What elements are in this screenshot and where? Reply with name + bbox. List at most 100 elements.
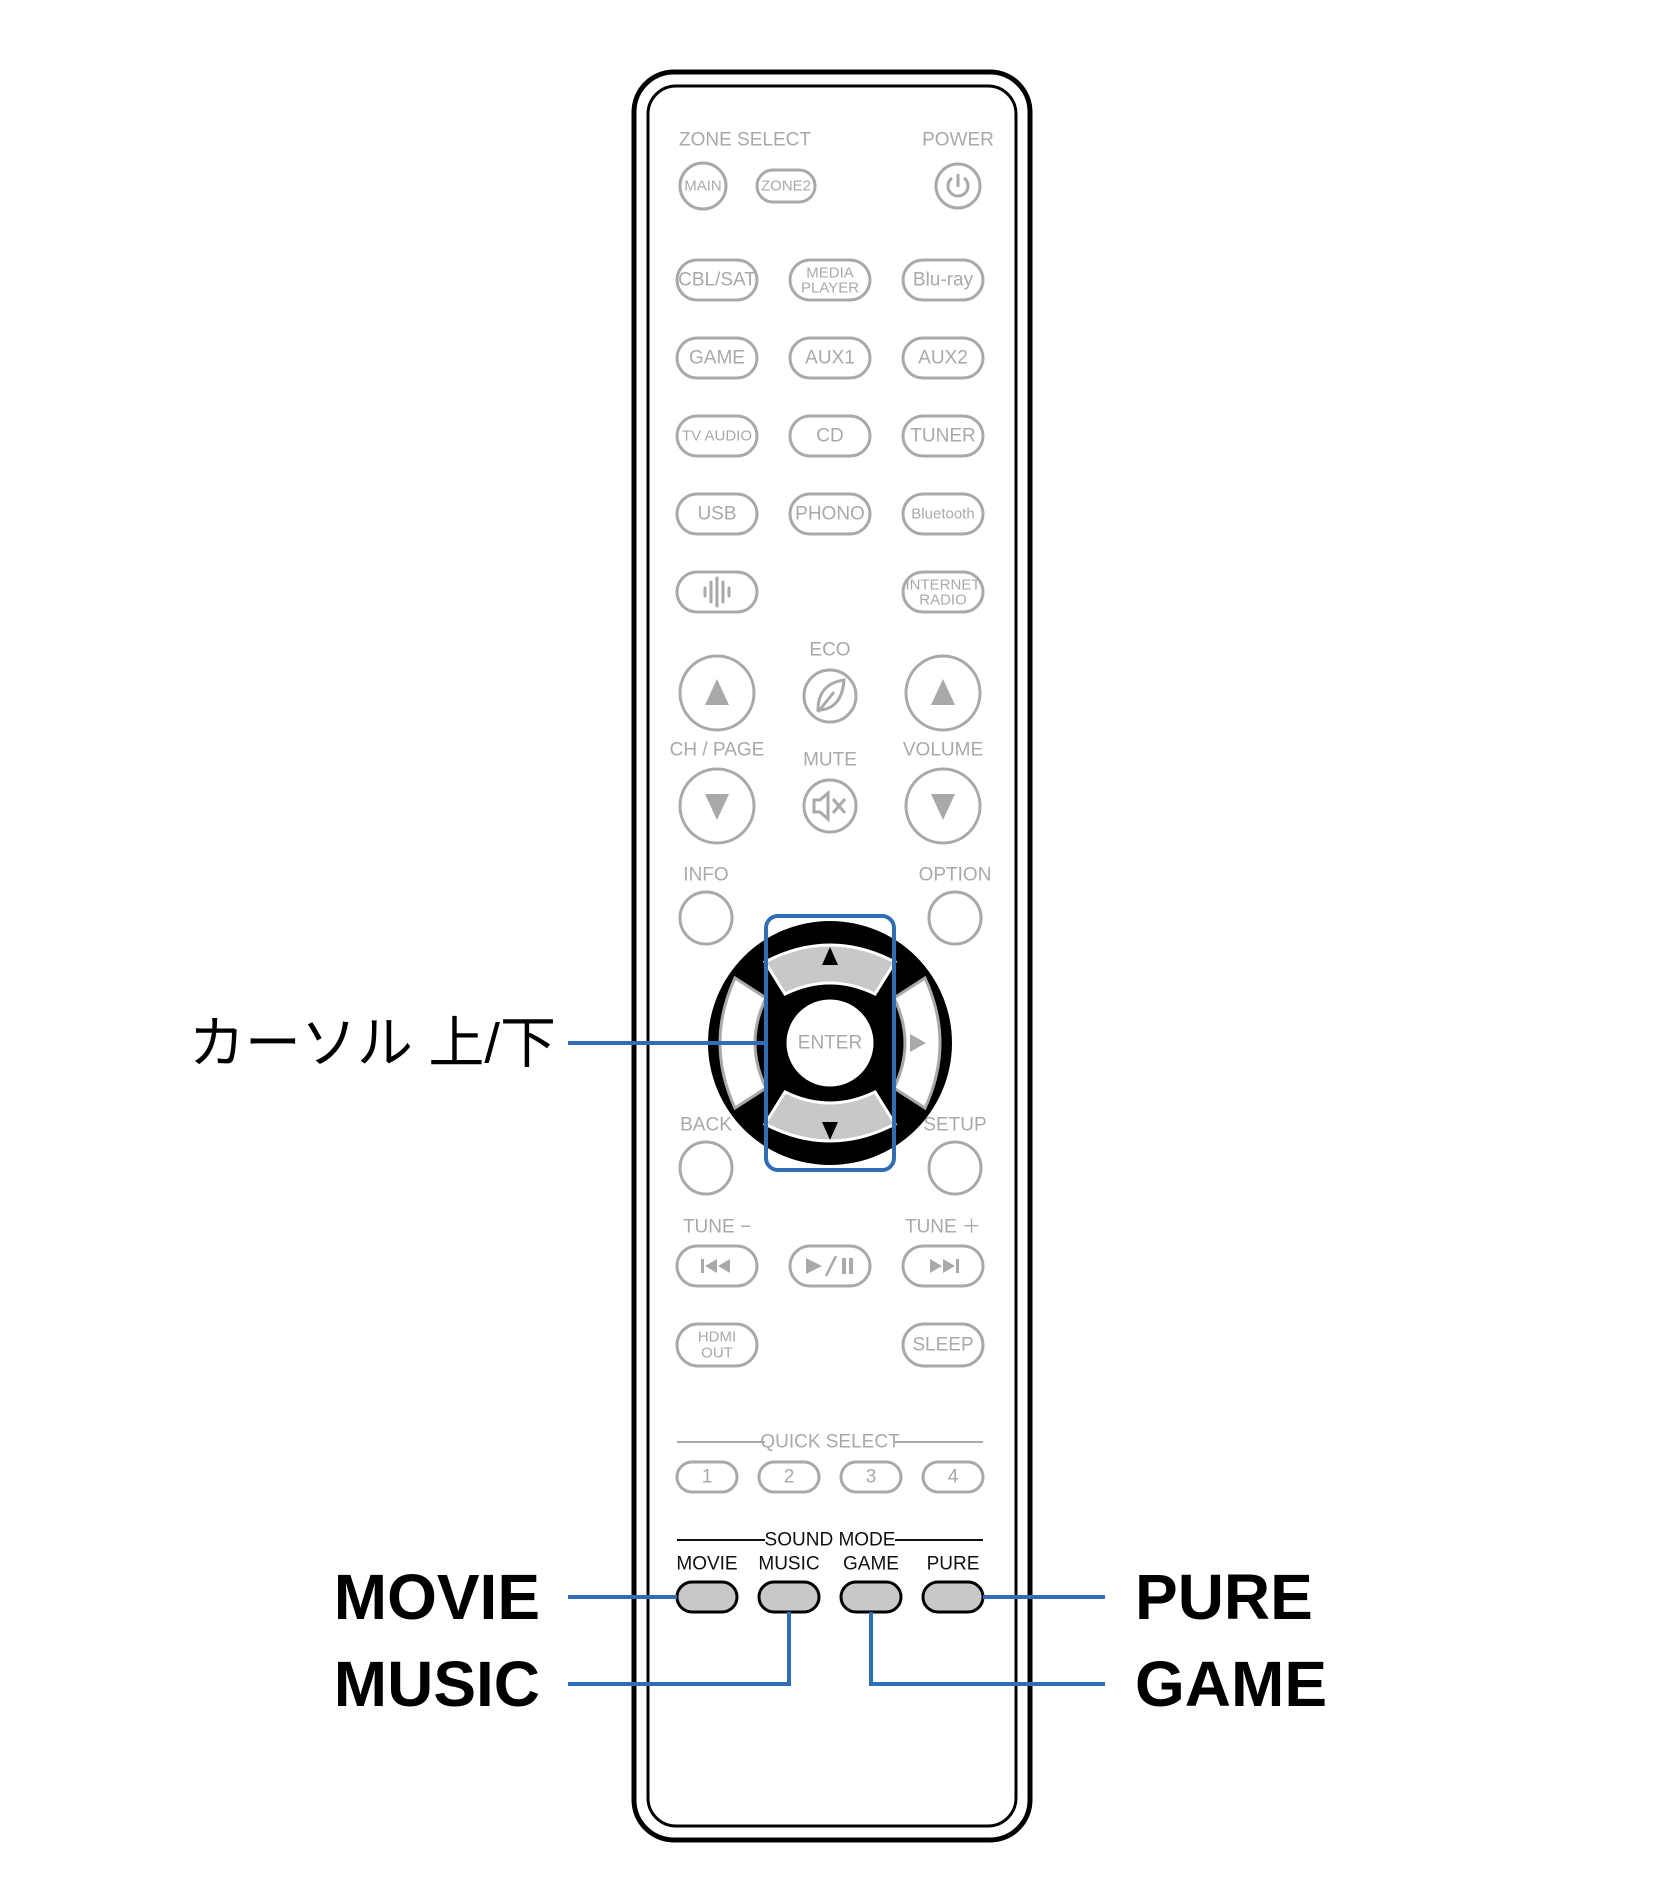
down-triangle-icon [931,794,955,820]
source-internet-radio-button[interactable]: INTERNET RADIO [901,570,985,614]
music-button[interactable] [757,1580,821,1614]
sound-mode-label: SOUND MODE [765,1530,896,1551]
tune-minus-label: TUNE − [683,1217,751,1238]
skip-forward-button[interactable] [901,1244,985,1288]
mute-label: MUTE [803,750,857,771]
source-usb-button[interactable]: USB [675,492,759,536]
back-label: BACK [680,1115,732,1136]
sound-mode-game-label: GAME [843,1554,899,1575]
source-game-button[interactable]: GAME [675,336,759,380]
ch-page-down-button[interactable] [678,767,756,845]
volume-up-button[interactable] [904,654,982,732]
power-label: POWER [922,130,994,151]
source-tuner-button[interactable]: TUNER [901,414,985,458]
music-callout: MUSIC [334,1648,540,1720]
eco-button[interactable] [802,668,858,724]
skip-forward-icon [930,1259,959,1273]
info-label: INFO [683,865,728,886]
down-arrow-icon [822,1122,838,1140]
movie-callout: MOVIE [334,1561,540,1633]
play-pause-icon [806,1255,853,1277]
source-tv-audio-button[interactable]: TV AUDIO [675,414,759,458]
game-button[interactable] [839,1580,903,1614]
remote-body-inner [646,84,1018,1828]
source-media-player-label-1: MEDIA [806,265,854,282]
back-button[interactable] [678,1140,734,1196]
hdmi-out-label-1: HDMI [698,1329,736,1346]
pure-button[interactable] [921,1580,985,1614]
option-button[interactable] [927,890,983,946]
power-icon [946,174,970,198]
skip-back-button[interactable] [675,1244,759,1288]
enter-button[interactable] [783,996,877,1090]
tune-plus-label: TUNE ＋ [905,1217,981,1238]
volume-down-button[interactable] [904,767,982,845]
quick-select-3-label: 3 [866,1467,877,1488]
option-label: OPTION [919,865,992,886]
quick-select-label: QUICK SELECT [760,1432,900,1453]
source-cd-button[interactable]: CD [788,414,872,458]
source-cbl-sat-label: CBL/SAT [678,270,756,291]
quick-select-4-button[interactable]: 4 [921,1460,985,1494]
source-media-player-button[interactable]: MEDIA PLAYER [788,258,872,302]
game-leader-line [869,1612,1105,1686]
source-aux1-button[interactable]: AUX1 [788,336,872,380]
eco-label: ECO [809,640,850,661]
sleep-button[interactable]: SLEEP [901,1322,985,1368]
source-cbl-sat-button[interactable]: CBL/SAT [675,258,759,302]
up-arrow-icon [822,947,838,965]
main-button[interactable]: MAIN [678,161,728,211]
source-aux2-label: AUX2 [918,348,968,369]
source-bluray-label: Blu-ray [913,270,974,291]
up-triangle-icon [931,679,955,705]
pure-callout: PURE [1135,1561,1313,1633]
cursor-pad: ENTER [708,921,952,1165]
ch-page-label: CH / PAGE [670,740,765,761]
quick-select-2-button[interactable]: 2 [757,1460,821,1494]
main-button-label: MAIN [684,178,722,195]
source-tv-audio-label: TV AUDIO [682,428,752,445]
sleep-label: SLEEP [912,1335,973,1356]
mute-button[interactable] [802,778,858,834]
sound-mode-pure-label: PURE [927,1554,980,1575]
setup-button[interactable] [927,1140,983,1196]
quick-select-2-label: 2 [784,1467,795,1488]
zone2-button[interactable]: ZONE2 [755,168,817,204]
source-bluray-button[interactable]: Blu-ray [901,258,985,302]
source-usb-label: USB [697,504,736,525]
quick-select-1-label: 1 [702,1467,713,1488]
heos-icon [703,576,731,608]
sound-mode-movie-label: MOVIE [676,1554,737,1575]
down-triangle-icon [705,794,729,820]
source-heos-button[interactable] [675,570,759,614]
source-aux2-button[interactable]: AUX2 [901,336,985,380]
sound-mode-music-label: MUSIC [758,1554,819,1575]
hdmi-out-button[interactable]: HDMI OUT [675,1322,759,1368]
source-internet-radio-label-2: RADIO [919,592,967,609]
movie-button[interactable] [675,1580,739,1614]
source-phono-button[interactable]: PHONO [788,492,872,536]
volume-label: VOLUME [903,740,983,761]
source-media-player-label-2: PLAYER [801,280,859,297]
source-game-label: GAME [689,348,745,369]
quick-select-1-button[interactable]: 1 [675,1460,739,1494]
source-bluetooth-label: Bluetooth [911,506,974,523]
info-button[interactable] [678,890,734,946]
leaf-icon [816,678,846,713]
skip-back-icon [701,1259,730,1273]
source-bluetooth-button[interactable]: Bluetooth [901,492,985,536]
power-button[interactable] [934,162,982,210]
setup-label: SETUP [923,1115,986,1136]
game-callout: GAME [1135,1648,1327,1720]
ch-page-up-button[interactable] [678,654,756,732]
source-cd-label: CD [816,426,843,447]
right-arrow-icon [910,1034,926,1052]
play-pause-button[interactable] [788,1244,872,1288]
enter-button-label: ENTER [798,1033,862,1054]
source-tuner-label: TUNER [910,426,975,447]
source-phono-label: PHONO [795,504,865,525]
mute-speaker-icon [812,789,847,823]
zone-select-label: ZONE SELECT [679,130,811,151]
quick-select-3-button[interactable]: 3 [839,1460,903,1494]
